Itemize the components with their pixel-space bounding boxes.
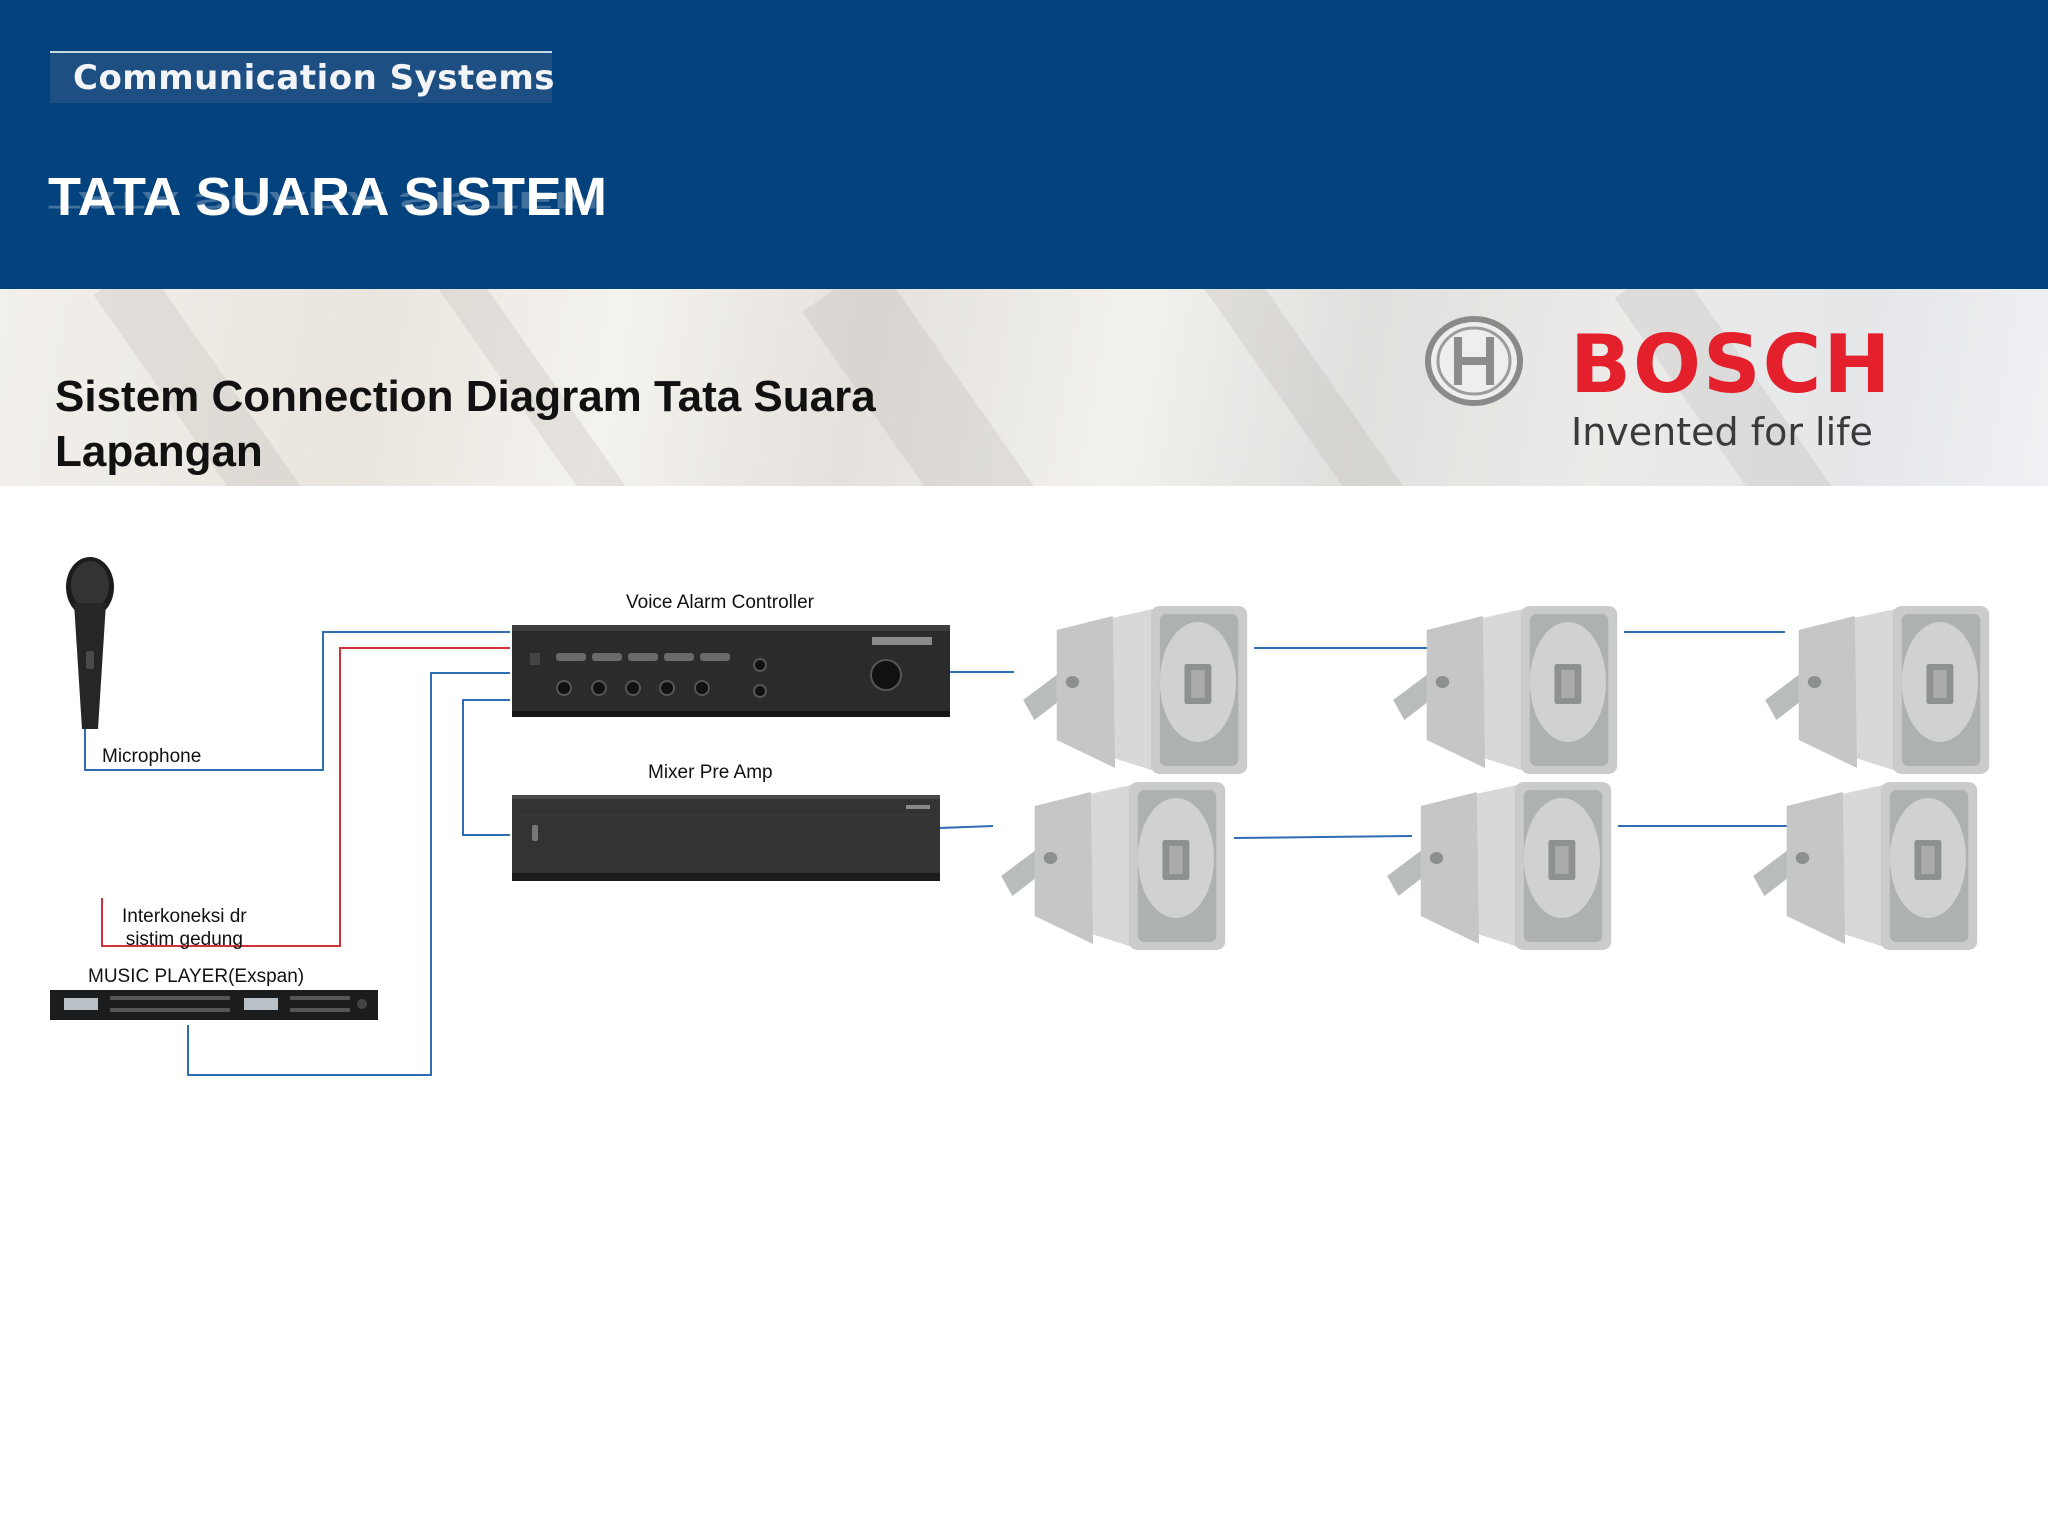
music-player-label: MUSIC PLAYER(Exspan)	[88, 966, 305, 987]
wire-music-player	[187, 672, 510, 1076]
speaker-top-2	[1393, 606, 1618, 774]
wire-mixer	[462, 699, 510, 836]
wire-speaker-4-5	[1233, 835, 1413, 839]
brand-wordmark: BOSCH	[1570, 318, 1893, 411]
speaker-bottom-2	[1387, 782, 1612, 950]
speaker-bottom-1	[1001, 782, 1226, 950]
wire-interconnect	[101, 647, 510, 947]
header-band	[0, 0, 2048, 289]
photo-banner	[0, 289, 2048, 486]
interconnect-label: Interkoneksi dr sistim gedung	[122, 906, 247, 950]
voice-alarm-label: Voice Alarm Controller	[626, 592, 814, 613]
speaker-top-1	[1023, 606, 1248, 774]
speaker-bottom-3	[1753, 782, 1978, 950]
diagram-subtitle: Sistem Connection Diagram Tata Suara Lap…	[55, 372, 876, 476]
voice-alarm-controller	[512, 625, 950, 717]
microphone-label: Microphone	[102, 746, 202, 767]
section-label: Communication Systems	[73, 58, 556, 98]
mixer-label: Mixer Pre Amp	[648, 762, 773, 783]
bosch-armature-logo	[1425, 316, 1523, 406]
mixer-pre-amp	[512, 795, 940, 881]
brand-tagline: Invented for life	[1571, 410, 1873, 454]
wire-output-bottom	[939, 825, 994, 829]
wire-microphone	[84, 631, 510, 771]
speaker-top-3	[1765, 606, 1990, 774]
section-bar	[50, 51, 552, 103]
microphone-icon	[66, 557, 114, 729]
music-player	[50, 990, 378, 1020]
page-title: TATA SUARA SISTEM	[48, 167, 608, 227]
